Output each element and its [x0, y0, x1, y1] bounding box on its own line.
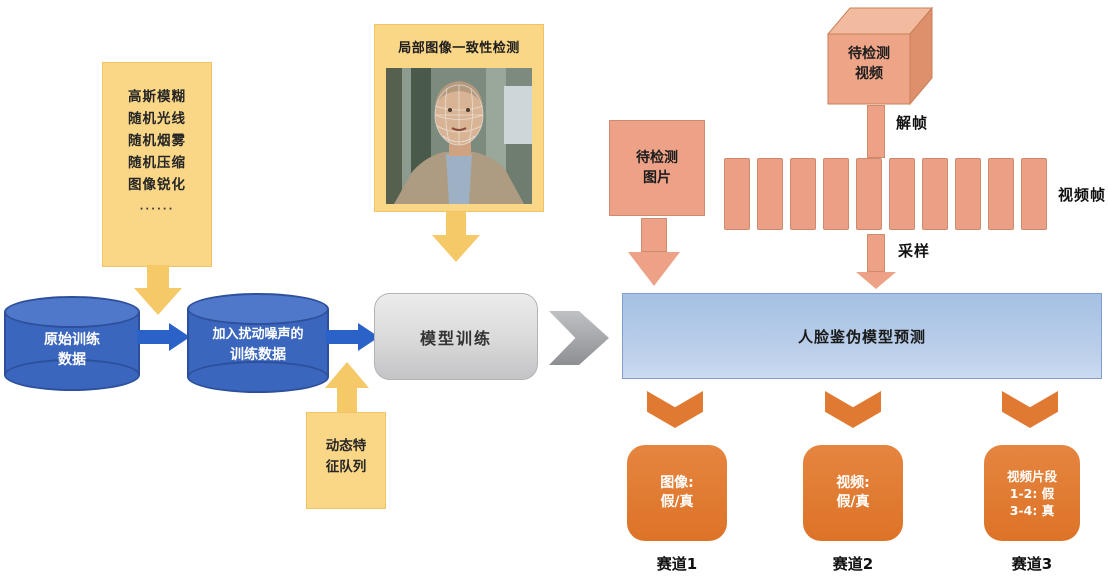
video-frame: [922, 158, 948, 230]
cylinder-bottom: [4, 359, 140, 391]
video-frame: [889, 158, 915, 230]
video-frame: [724, 158, 750, 230]
output-video-box: 视频: 假/真: [803, 445, 903, 541]
video-frame: [856, 158, 882, 230]
label-line: 加入扰动噪声的: [212, 327, 304, 342]
track1-label: 赛道1: [656, 555, 698, 573]
label-line: 待检测: [848, 46, 890, 62]
arrow-deframe-stem: [867, 105, 885, 158]
arrow-data-flow-2-head: [358, 323, 379, 351]
arrow-consistency-down-head: [432, 235, 480, 262]
output-line: 假/真: [660, 494, 694, 510]
cylinder-top: [187, 293, 329, 325]
output-line: 3-4: 真: [1009, 502, 1055, 518]
video-frame: [988, 158, 1014, 230]
output-line: 1-2: 假: [1009, 485, 1055, 501]
feature-queue-label: 征队列: [325, 459, 367, 475]
cylinder-top: [4, 296, 140, 328]
image-input-label: 待检测: [636, 150, 678, 166]
chevron-down-icon: [1002, 391, 1058, 428]
dataset-perturbed-cylinder: 加入扰动噪声的 训练数据: [187, 293, 329, 393]
output-line: 图像:: [660, 475, 694, 491]
arrow-data-flow-1-body: [137, 330, 169, 344]
video-frame: [955, 158, 981, 230]
augmentation-ellipsis: ······: [139, 204, 175, 215]
prediction-label: 人脸鉴伪模型预测: [797, 327, 926, 346]
arrow-sampling-head: [856, 272, 896, 289]
arrow-image-down-head: [628, 252, 680, 286]
dataset-original-cylinder: 原始训练 数据: [4, 296, 140, 391]
dataset-perturbed-label: 加入扰动噪声的 训练数据: [187, 325, 329, 365]
arrow-data-flow-2-body: [326, 330, 358, 344]
feature-queue-label: 动态特: [325, 438, 367, 454]
chevron-down-icon: [825, 391, 881, 428]
deframe-label: 解帧: [896, 114, 929, 132]
dataset-original-label: 原始训练 数据: [4, 330, 140, 370]
consistency-title: 局部图像一致性检测: [398, 41, 520, 56]
arrow-feature-queue-up-stem: [337, 388, 357, 412]
prediction-bar: 人脸鉴伪模型预测: [622, 293, 1102, 379]
augmentation-item: 随机光线: [128, 111, 186, 127]
arrow-augmentation-down-head: [134, 288, 182, 315]
label-line: 训练数据: [230, 347, 286, 363]
face-mesh-photo: [386, 68, 532, 204]
augmentation-item: 随机烟雾: [128, 133, 186, 149]
video-frame: [757, 158, 783, 230]
cylinder-bottom: [187, 361, 329, 393]
arrow-augmentation-down-stem: [147, 265, 169, 289]
model-training-label: 模型训练: [419, 328, 492, 348]
video-frame: [1021, 158, 1047, 230]
video-frames-row: [724, 158, 1054, 230]
arrow-consistency-down-stem: [446, 212, 466, 236]
face-mesh-overlay: [434, 84, 484, 146]
label-line: 视频: [855, 66, 883, 82]
image-input-label: 图片: [643, 170, 671, 186]
arrow-image-down-stem: [641, 218, 667, 252]
feature-queue-box: 动态特 征队列: [306, 412, 386, 509]
augmentation-item: 图像锐化: [128, 177, 186, 193]
model-training-box: 模型训练: [374, 293, 538, 380]
video-input-cube: [826, 6, 934, 106]
arrow-data-flow-1-head: [169, 323, 190, 351]
chevron-right-icon: [549, 311, 609, 365]
video-frames-label: 视频帧: [1058, 186, 1107, 204]
track2-label: 赛道2: [832, 555, 874, 573]
output-line: 假/真: [836, 494, 870, 510]
video-frame: [790, 158, 816, 230]
consistency-module: 局部图像一致性检测: [374, 24, 544, 212]
arrow-feature-queue-up-head: [325, 362, 369, 388]
output-image-box: 图像: 假/真: [627, 445, 727, 541]
label-line: 数据: [58, 352, 86, 368]
output-clip-box: 视频片段 1-2: 假 3-4: 真: [984, 445, 1080, 541]
output-line: 视频片段: [1006, 468, 1057, 484]
video-input-label: 待检测 视频: [832, 44, 906, 84]
arrow-sampling-stem: [867, 234, 885, 272]
video-frame: [823, 158, 849, 230]
image-input-box: 待检测 图片: [609, 120, 705, 216]
shirt: [446, 154, 472, 204]
label-line: 原始训练: [44, 332, 100, 348]
chevron-down-icon: [647, 391, 703, 428]
augmentation-box: 高斯模糊 随机光线 随机烟雾 随机压缩 图像锐化 ······: [102, 62, 212, 267]
augmentation-item: 随机压缩: [128, 155, 186, 171]
augmentation-item: 高斯模糊: [128, 89, 186, 105]
sampling-label: 采样: [898, 242, 931, 260]
output-line: 视频:: [836, 475, 870, 491]
track3-label: 赛道3: [1011, 555, 1053, 573]
